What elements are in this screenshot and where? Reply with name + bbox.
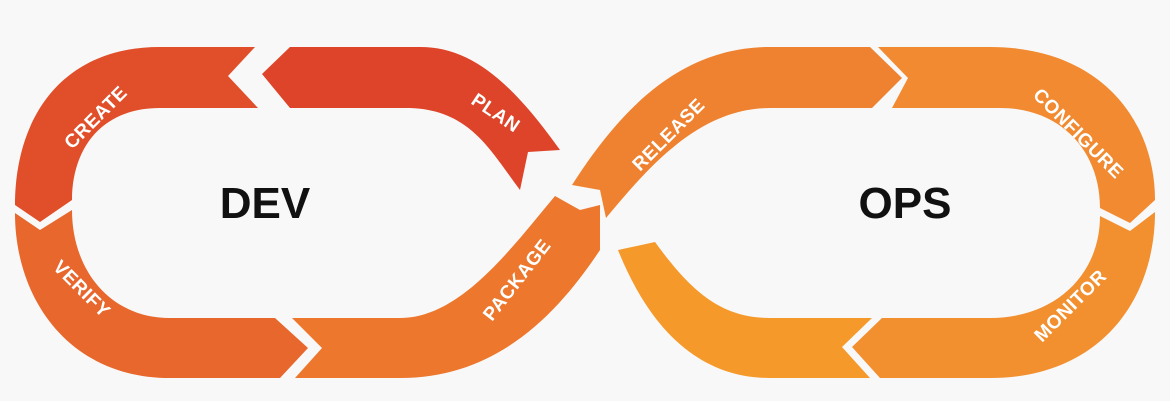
segment-configure <box>878 47 1155 223</box>
segment-plan <box>262 47 560 190</box>
segment-ops-tail <box>618 242 872 378</box>
dev-label: DEV <box>220 179 311 228</box>
segment-package <box>292 196 600 378</box>
ops-label: OPS <box>859 179 952 228</box>
segment-release <box>572 47 902 218</box>
segment-monitor <box>852 212 1155 378</box>
segment-verify <box>15 210 308 378</box>
segment-create <box>15 47 258 222</box>
